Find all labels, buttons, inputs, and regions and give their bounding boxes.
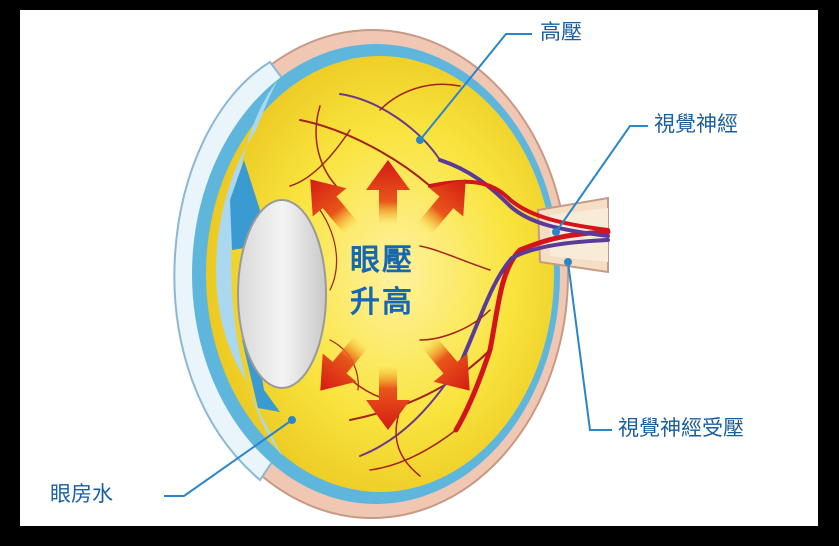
lens (237, 199, 327, 389)
diagram-frame: 高壓 視覺神經 視覺神經受壓 眼房水 眼壓 升高 (20, 10, 818, 526)
label-optic-nerve-compressed: 視覺神經受壓 (618, 416, 744, 440)
eyeball-cross-section (164, 29, 648, 519)
blood-vessels (289, 83, 611, 477)
label-aqueous-humor: 眼房水 (50, 482, 113, 506)
label-iop-line2: 升高 (350, 285, 414, 320)
label-iop-line1: 眼壓 (350, 243, 414, 278)
label-optic-nerve: 視覺神經 (654, 112, 738, 136)
anterior-chamber (216, 80, 282, 456)
label-high-pressure: 高壓 (540, 20, 582, 44)
leader-lines (164, 33, 648, 497)
